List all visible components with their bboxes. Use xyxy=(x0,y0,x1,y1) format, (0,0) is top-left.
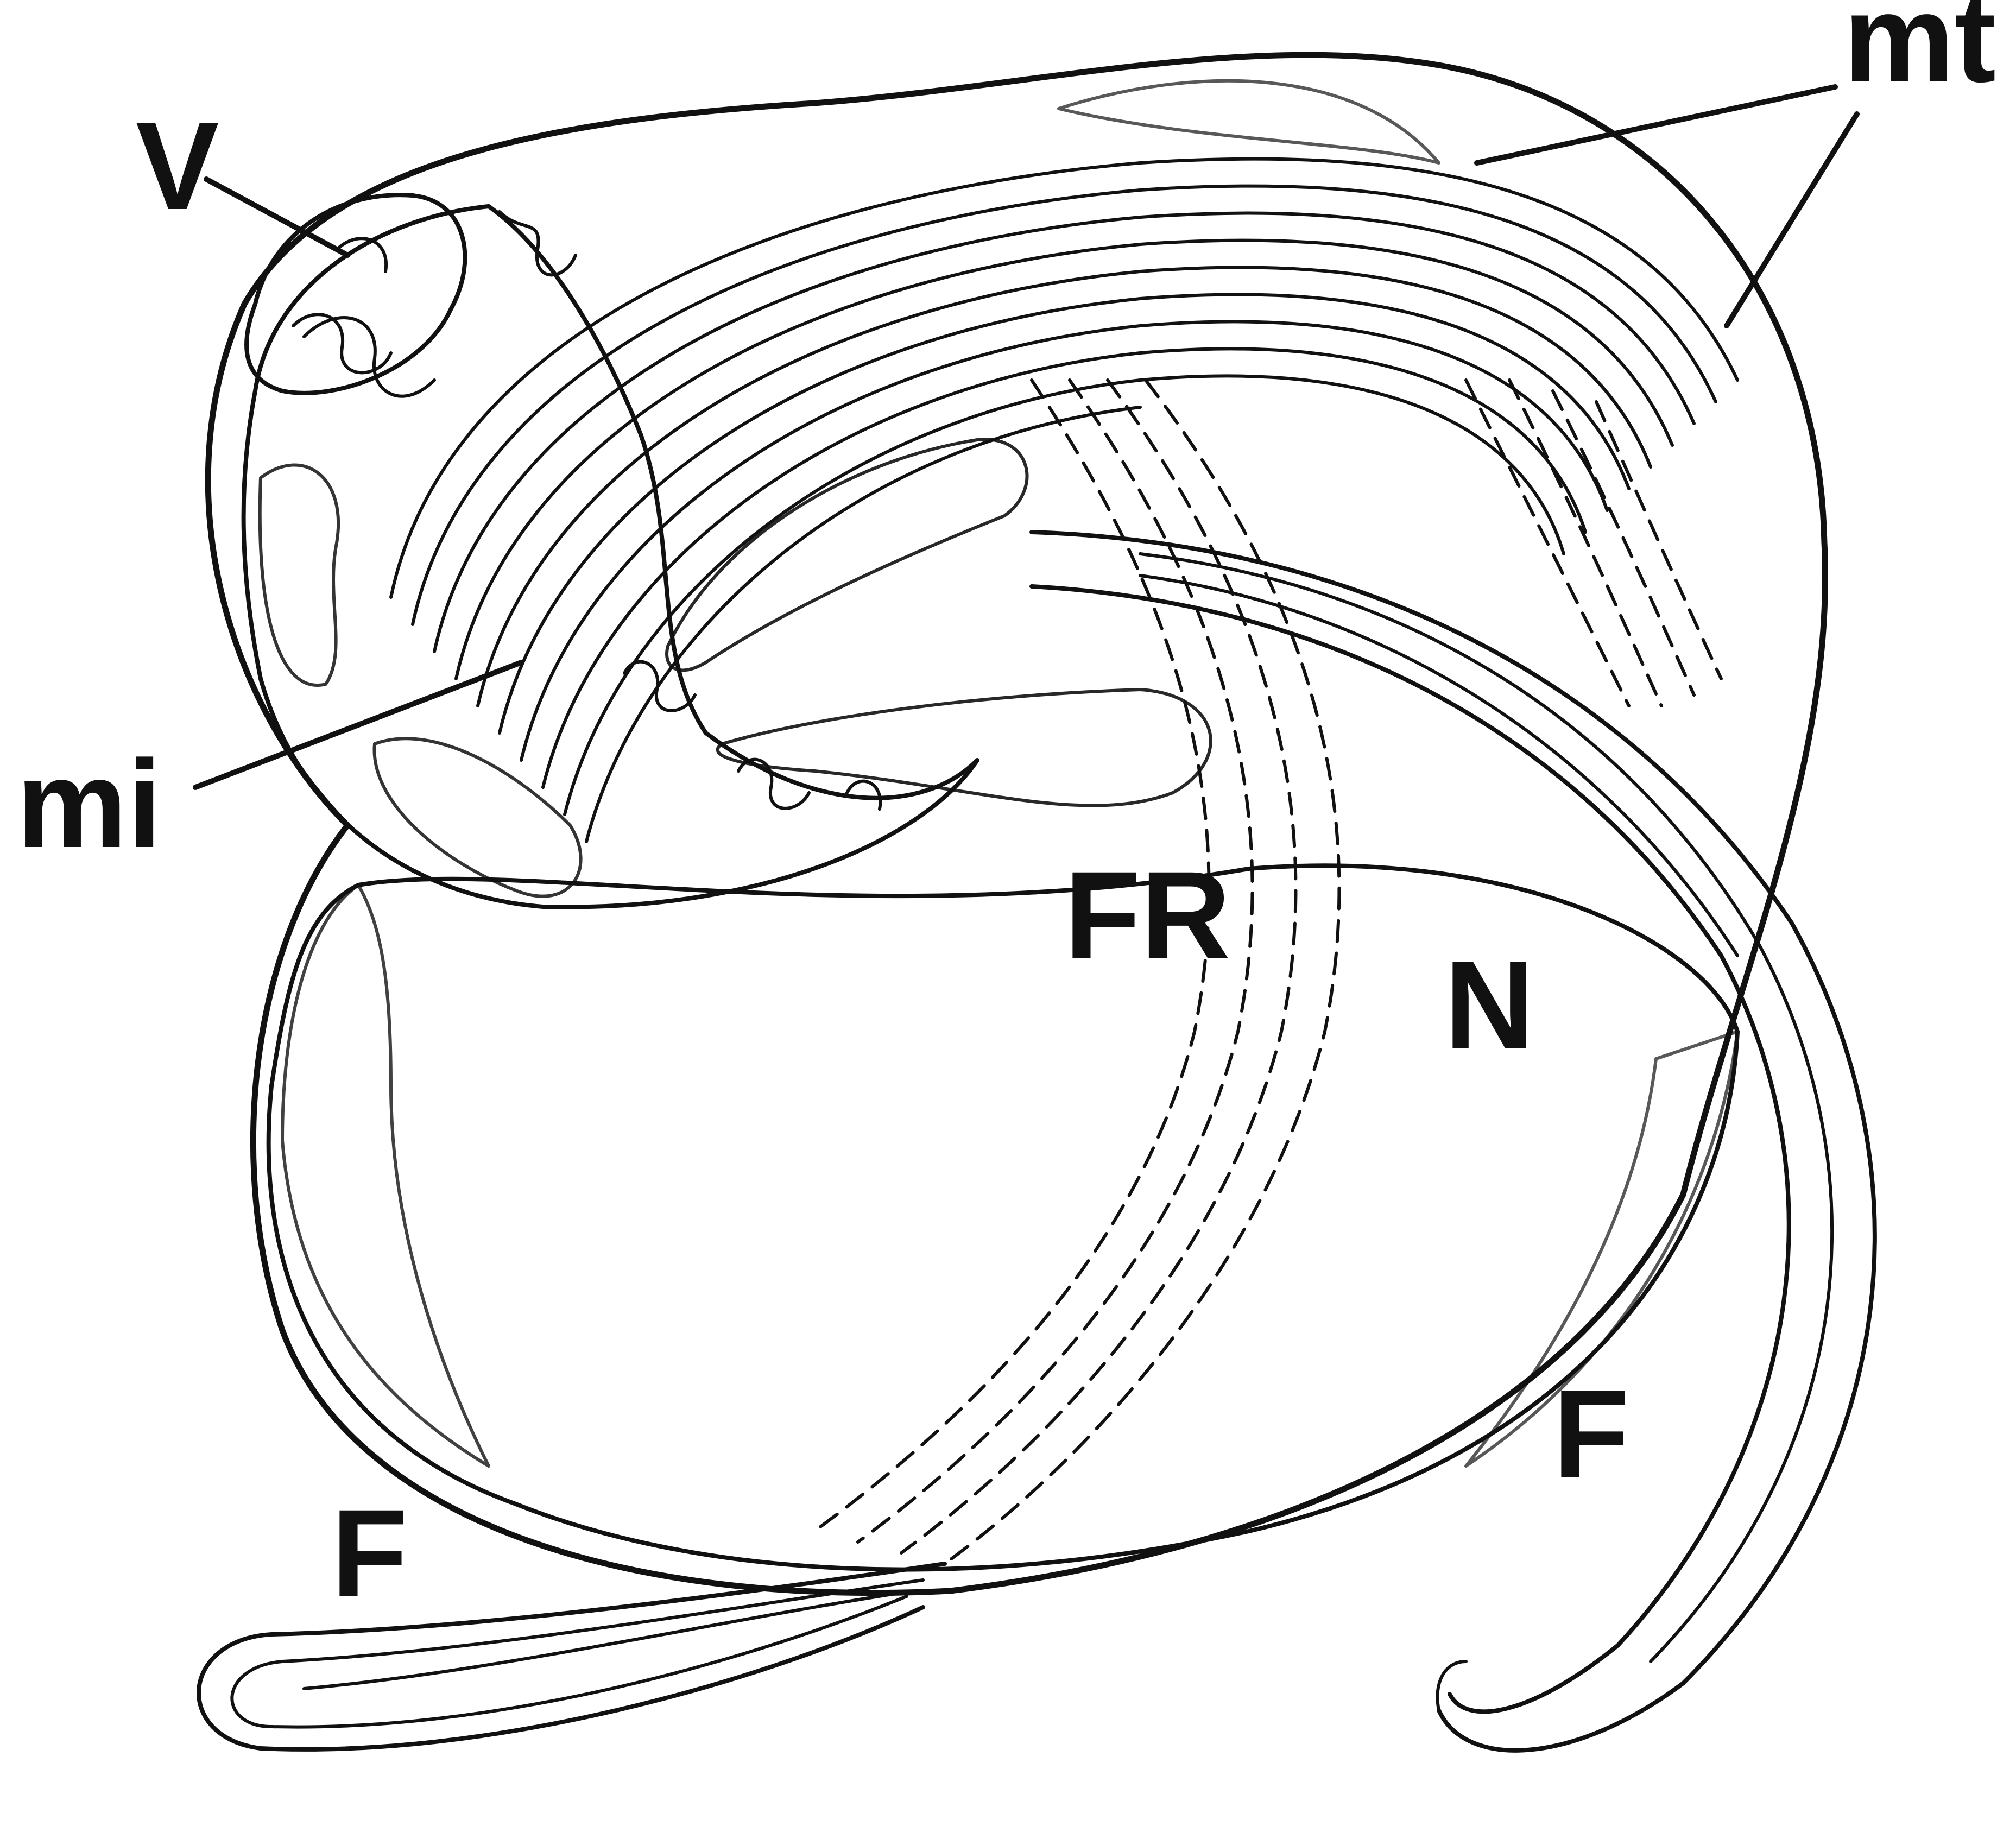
mitochondrion xyxy=(244,206,977,907)
flagellum-right xyxy=(1032,532,1875,1751)
vacuole xyxy=(247,195,465,393)
label-mitochondrion: mi xyxy=(16,734,162,874)
microtubule-band xyxy=(391,81,1737,842)
label-microtubules: mt xyxy=(1843,0,1996,108)
label-flagellum-left: F xyxy=(331,1483,408,1623)
label-nucleus: N xyxy=(1444,935,1534,1075)
label-flagellar-root: FR xyxy=(1064,845,1231,985)
label-vacuole: V xyxy=(136,96,219,236)
dense-granule-lower xyxy=(718,690,1211,806)
label-flagellum-right: F xyxy=(1553,1364,1629,1503)
